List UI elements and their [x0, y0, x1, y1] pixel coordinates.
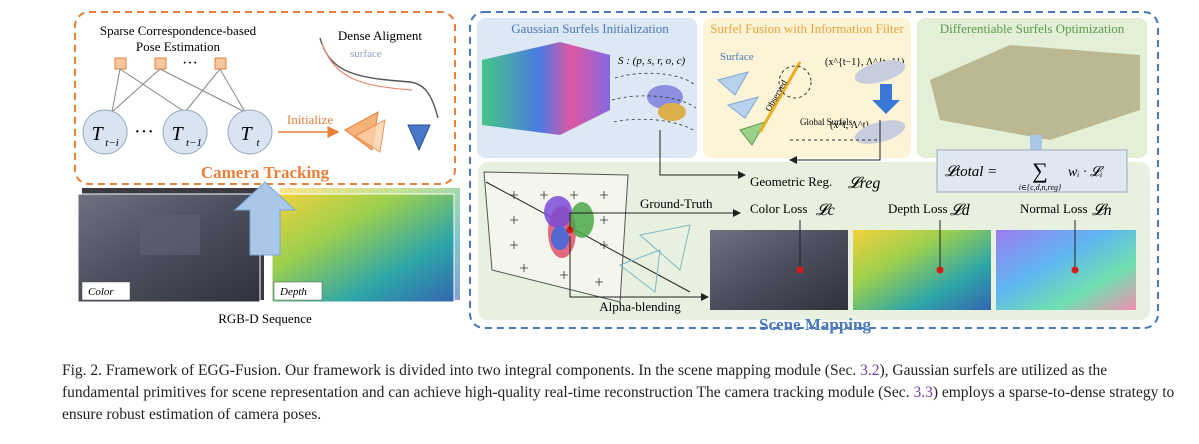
normal-loss-label: Normal Loss	[1020, 201, 1088, 216]
total-loss-rhs: wᵢ · 𝓛ᵢ	[1068, 165, 1104, 180]
section-ref-link[interactable]: 3.2	[860, 362, 880, 379]
down-arrow-icon	[872, 84, 900, 114]
feature-point	[154, 57, 167, 70]
gaussian-surfel-green	[570, 202, 594, 238]
pose-node-t-minus-1	[162, 109, 208, 155]
sparse-label-line1: Sparse Correspondence-based	[100, 23, 257, 38]
gaussian-surfel-blue	[551, 226, 569, 250]
fusion-prev-state: (x^{t−1}, Λ^{t−1})	[825, 57, 904, 68]
camera-tracking-panel: Sparse Correspondence-based Pose Estimat…	[74, 11, 456, 185]
opt-title: Differentiable Surfels Optimization	[940, 21, 1125, 36]
ground-truth-label: Ground-Truth	[640, 196, 713, 211]
depth-loss-symbol: 𝓛d	[950, 202, 971, 219]
ellipsis: ···	[134, 121, 154, 143]
fusion-surface-label: Surface	[720, 51, 754, 63]
dense-curve-orange	[321, 43, 413, 91]
camera-tracking-title: Camera Tracking	[201, 163, 330, 182]
caption-text-1: Fig. 2. Framework of EGG-Fusion. Our fra…	[62, 362, 861, 379]
pose-node-sub: t−1	[186, 137, 202, 149]
rendered-depth-image	[853, 230, 991, 310]
color-loss-symbol: 𝓛c	[816, 202, 835, 219]
geo-reg-symbol: 𝓛reg	[848, 175, 880, 192]
pose-node-label: T	[240, 123, 253, 145]
total-loss-lhs: 𝓛total =	[945, 164, 997, 180]
section-ref-link[interactable]: 3.3	[913, 384, 933, 401]
pose-node-sub: t−i	[105, 137, 119, 149]
camera-frustum-icon	[407, 124, 431, 152]
observed-ray	[758, 61, 802, 133]
feature-point	[214, 57, 227, 70]
opt-mesh-render	[930, 45, 1140, 140]
surfel-ellipse	[658, 103, 686, 121]
feature-point	[114, 57, 127, 70]
camera-frustum-icon	[354, 119, 386, 153]
fusion-curr-state: (x^t, Λ^t)	[830, 120, 869, 131]
gaussian-surfel-purple	[544, 196, 572, 228]
framework-figure: Sparse Correspondence-based Pose Estimat…	[74, 11, 1159, 334]
caption-text-2: ), Gaussian surfels are utilized as the …	[62, 362, 1108, 401]
pose-node-t-minus-i	[82, 109, 128, 155]
figure-caption: Fig. 2. Framework of EGG-Fusion. Our fra…	[62, 360, 1182, 426]
init-scene-render	[482, 42, 610, 135]
sparse-label-line2: Pose Estimation	[136, 39, 221, 54]
rendered-normal-image	[996, 230, 1136, 310]
fusion-global-label: Global Surfels	[800, 117, 853, 127]
dense-curve	[319, 37, 439, 119]
rendered-color-image	[710, 230, 848, 310]
pose-node-label: T	[91, 123, 104, 145]
fusion-panel	[703, 18, 911, 158]
depth-label: Depth	[279, 286, 307, 298]
caption-text-3: ) employs a sparse-to-dense strategy to …	[62, 384, 1175, 423]
depth-loss-label: Depth Loss	[888, 201, 948, 216]
initialize-label: Initialize	[287, 112, 333, 127]
surfel-params: S : (p, s, r, o, c)	[618, 55, 686, 67]
rgbd-sequence-label: RGB-D Sequence	[218, 311, 312, 326]
alpha-blending-label: Alpha-blending	[599, 299, 681, 314]
dense-align-label: Dense Aligment	[338, 28, 423, 43]
color-label: Color	[88, 286, 114, 298]
pose-node-label: T	[171, 123, 184, 145]
scene-mapping-panel: Gaussian Surfels Initialization S : (p, …	[469, 11, 1159, 334]
surfel-ellipse	[647, 85, 683, 109]
scene-mapping-title: Scene Mapping	[759, 315, 871, 334]
total-loss-sub: i∈{c,d,n,reg}	[1019, 183, 1062, 192]
surface-label: surface	[350, 48, 382, 60]
pose-node-sub: t	[256, 137, 260, 149]
color-loss-label: Color Loss	[750, 201, 807, 216]
up-arrow-icon	[233, 181, 297, 256]
init-title: Gaussian Surfels Initialization	[511, 21, 669, 36]
rgbd-sequence: Color Depth RGB-D Sequence	[77, 181, 460, 326]
total-loss-box	[936, 149, 1128, 193]
fusion-title: Surfel Fusion with Information Filter	[710, 21, 904, 36]
sum-symbol: ∑	[1032, 158, 1048, 183]
ellipsis-top: ···	[182, 55, 198, 72]
normal-loss-symbol: 𝓛n	[1092, 202, 1112, 219]
pose-node-t	[227, 109, 273, 155]
geo-reg-label: Geometric Reg.	[750, 174, 832, 189]
